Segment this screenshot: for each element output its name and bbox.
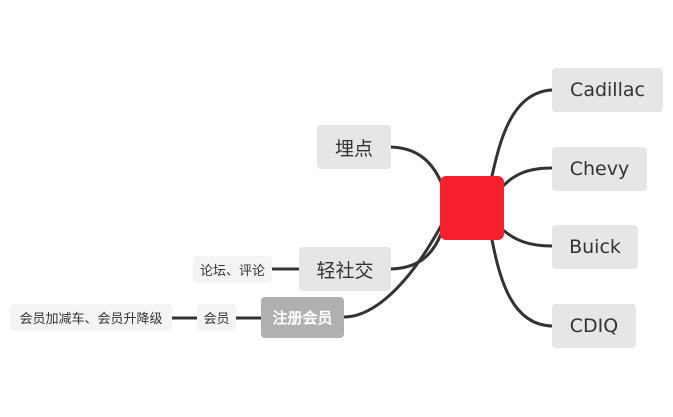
connector-cadillac xyxy=(490,88,554,178)
node-cdiq[interactable]: CDIQ xyxy=(552,304,636,348)
node-maidian[interactable]: 埋点 xyxy=(317,125,391,169)
connector-cdiq xyxy=(490,238,554,328)
connector-chevy xyxy=(501,166,554,188)
connector-buick xyxy=(501,228,554,248)
node-buick[interactable]: Buick xyxy=(552,225,638,269)
node-zhuce-huiyuan[interactable]: 注册会员 xyxy=(261,297,344,338)
node-chevy[interactable]: Chevy xyxy=(552,147,647,191)
node-qingshejiao[interactable]: 轻社交 xyxy=(299,247,391,291)
central-node[interactable] xyxy=(440,176,504,240)
node-cadillac[interactable]: Cadillac xyxy=(552,68,663,112)
connector-zhuce xyxy=(342,224,443,319)
connector-qingshejiao xyxy=(389,232,443,271)
connector-maidian xyxy=(389,145,443,184)
node-huiyuan[interactable]: 会员 xyxy=(197,304,236,331)
node-luntan-pinglun[interactable]: 论坛、评论 xyxy=(193,256,272,283)
node-huiyuan-detail[interactable]: 会员加减车、会员升降级 xyxy=(10,304,172,331)
